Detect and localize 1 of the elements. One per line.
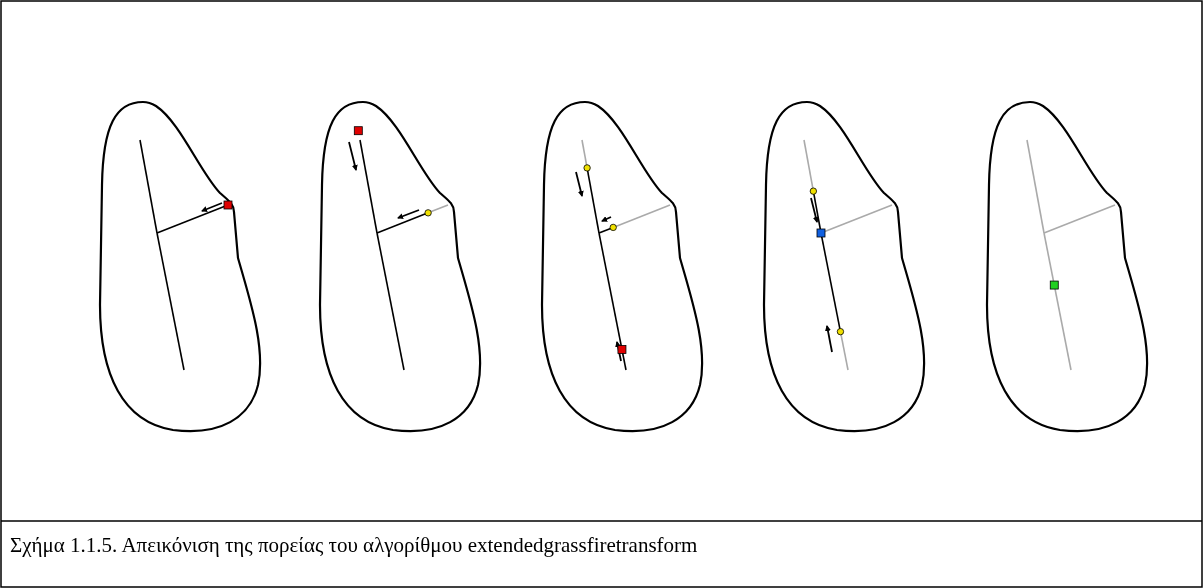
caption: Σχήμα 1.1.5. Απεικόνιση της πορείας του αλγορίθμου extendedgrassfiretransform [10, 533, 698, 558]
